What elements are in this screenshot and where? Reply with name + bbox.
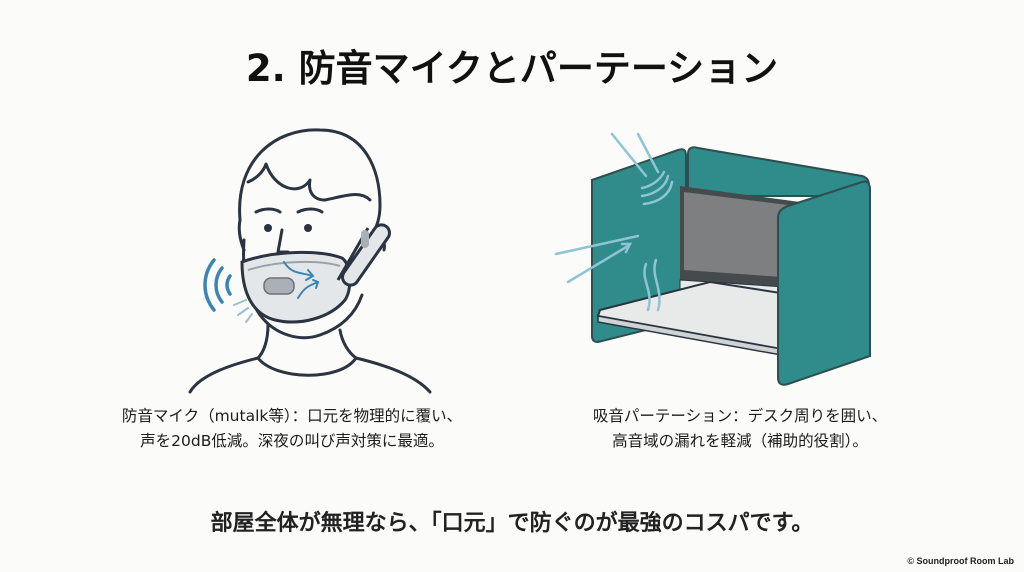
mic-caption: 防音マイク（mutalk等）：口元を物理的に覆い、 声を20dB低減。深夜の叫び… bbox=[72, 404, 512, 454]
hair-outline bbox=[238, 128, 382, 237]
slide-title: 2. 防音マイクとパーテーション bbox=[245, 47, 779, 90]
partition-caption-line1: 吸音パーテーション：デスク周りを囲い、 bbox=[592, 407, 888, 425]
mask-mic bbox=[240, 250, 352, 324]
partition-caption-line2: 高音域の漏れを軽減（補助的役割）。 bbox=[612, 432, 868, 450]
mic-caption-line1: 防音マイク（mutalk等）：口元を物理的に覆い、 bbox=[121, 407, 463, 425]
summary-text: 部屋全体が無理なら、「口元」で防ぐのが最強のコスパです。 bbox=[210, 511, 814, 536]
partition-caption: 吸音パーテーション：デスク周りを囲い、 高音域の漏れを軽減（補助的役割）。 bbox=[530, 404, 950, 454]
sound-arrows-icon bbox=[554, 132, 674, 312]
mic-caption-line2: 声を20dB低減。深夜の叫び声対策に最適。 bbox=[140, 432, 444, 450]
credit-text: © Soundproof Room Lab bbox=[907, 556, 1014, 566]
right-partition-panel bbox=[777, 180, 871, 386]
person-with-mask-mic-illustration bbox=[188, 128, 432, 394]
partition-desk-illustration bbox=[554, 132, 871, 386]
sound-wave-icon bbox=[203, 258, 232, 312]
